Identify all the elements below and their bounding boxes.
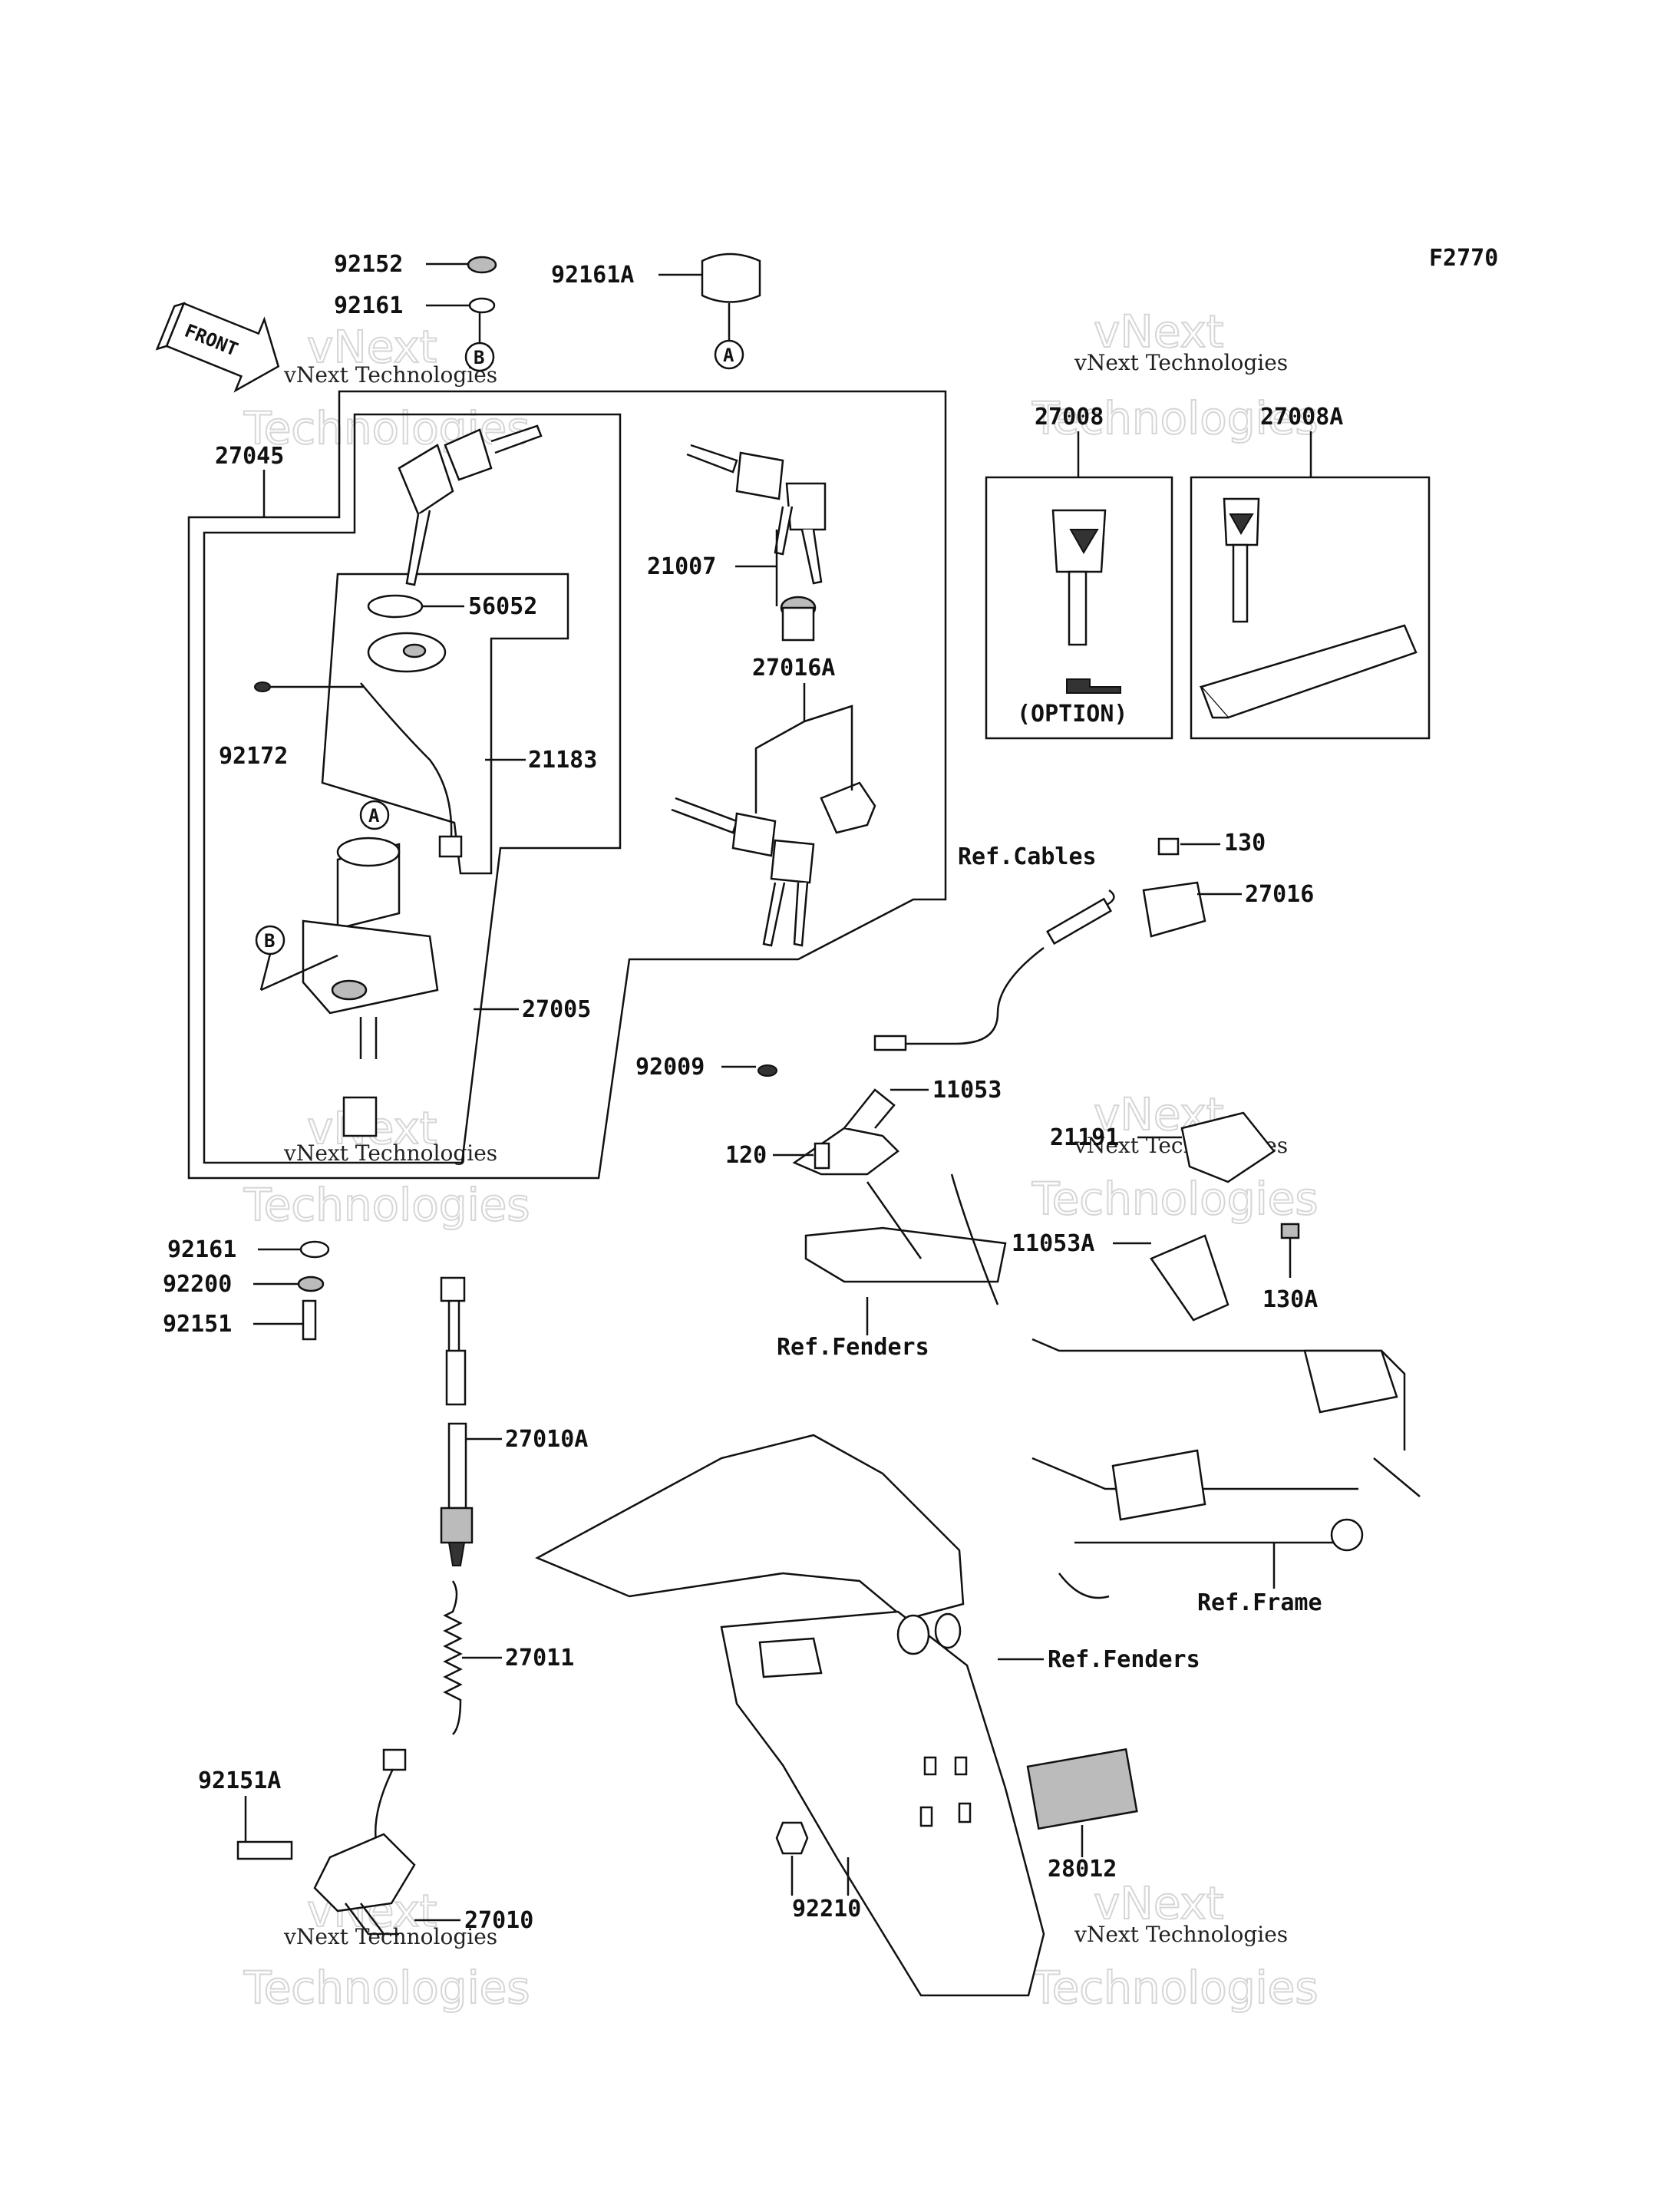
callout-a-label: A — [368, 805, 380, 827]
leader-line — [754, 683, 853, 814]
nut-92210-shape — [775, 1821, 809, 1855]
key-27008A-shape — [1199, 497, 1418, 719]
part-label-27010: 27010 — [464, 1907, 533, 1934]
watermark-bottom-right: vNext Technologies vNext Technologies — [1031, 1876, 1319, 2015]
ref-fenders-label: Ref.Fenders — [1048, 1646, 1200, 1673]
watermark-text-large: Technologies — [243, 1179, 530, 1231]
watermark-text-large: Technologies — [243, 1962, 530, 2014]
key-set-21007-shape — [686, 444, 827, 642]
part-label-130A: 130A — [1262, 1286, 1318, 1313]
cap-92152-shape — [467, 256, 497, 274]
part-label-27010A: 27010A — [505, 1426, 588, 1453]
frame-27005-inner — [203, 413, 622, 1164]
part-label-21183: 21183 — [528, 747, 597, 774]
frame-21183-box — [321, 573, 569, 875]
callout-b-label: B — [474, 347, 484, 368]
part-label-92009: 92009 — [635, 1054, 705, 1081]
watermark-text: vNext Technologies — [1074, 1922, 1288, 1947]
watermark-text-large: Technologies — [243, 402, 530, 454]
front-arrow-shape — [165, 302, 280, 393]
frame-section-shape — [1031, 1338, 1421, 1599]
part-label-92161: 92161 — [334, 292, 403, 319]
part-label-56052: 56052 — [468, 593, 537, 620]
reflector-28012-shape — [1026, 1748, 1138, 1830]
bolt-92151-shape — [302, 1299, 317, 1341]
boot-92161A-shape — [701, 252, 761, 303]
part-label-130: 130 — [1224, 830, 1266, 856]
spring-27011-shape — [443, 1580, 463, 1735]
watermark-text: vNext Technologies — [283, 362, 497, 388]
part-label-27008: 27008 — [1035, 404, 1104, 431]
washer-92161-shape — [468, 297, 496, 314]
part-label-92152: 92152 — [334, 251, 403, 278]
front-arrow: FRONT — [155, 302, 280, 393]
watermark-top-left: vNext Technologies vNext Technologies — [243, 320, 531, 455]
watermark-text-large: vNext — [1094, 305, 1223, 358]
part-label-27016: 27016 — [1245, 881, 1314, 908]
washer-92161-shape — [299, 1240, 330, 1259]
option-label: (OPTION) — [1017, 701, 1128, 728]
watermark-mid-left: vNext Technologies vNext Technologies — [243, 1101, 531, 1232]
watermark-top-right: vNext Technologies vNext Technologies — [1031, 305, 1319, 445]
watermark-mid-right: vNext Technologies vNext Technologies — [1031, 1087, 1319, 1226]
ref-fenders-label: Ref.Fenders — [777, 1334, 929, 1361]
key-27008-shape — [1051, 509, 1121, 694]
part-label-27008A: 27008A — [1260, 404, 1343, 431]
part-label-92161: 92161 — [167, 1236, 236, 1263]
watermark-text: vNext Technologies — [283, 1924, 497, 1949]
part-label-120: 120 — [725, 1142, 767, 1169]
watermark-text-large: vNext — [1094, 1877, 1223, 1929]
front-arrow-depth — [155, 302, 186, 351]
diagram-code: F2770 — [1429, 245, 1498, 272]
part-label-11053: 11053 — [932, 1077, 1002, 1104]
ignition-switch-27005-shape: A B — [255, 800, 439, 1137]
frame-27045-outer — [187, 390, 947, 1180]
part-label-27016A: 27016A — [752, 655, 835, 682]
part-label-21191: 21191 — [1050, 1124, 1119, 1151]
watermark-text-large: vNext — [307, 321, 437, 373]
part-label-27045: 27045 — [215, 443, 284, 470]
seal-56052-shape — [367, 594, 424, 619]
part-label-27011: 27011 — [505, 1645, 574, 1672]
part-label-27005: 27005 — [522, 996, 591, 1023]
part-label-92151A: 92151A — [198, 1767, 281, 1794]
bracket-11053A-shape — [1150, 1223, 1300, 1322]
immobilizer-21183-shape — [254, 632, 463, 858]
switch-27010A-shape — [440, 1276, 474, 1566]
watermark-text-large: Technologies — [1031, 1173, 1319, 1225]
callout-a-label: A — [723, 345, 734, 366]
part-label-92151: 92151 — [163, 1311, 232, 1338]
part-label-21007: 21007 — [647, 553, 716, 580]
cable-assembly-shape — [873, 837, 1206, 1051]
part-label-92200: 92200 — [163, 1271, 232, 1298]
watermark-text: vNext Technologies — [1074, 350, 1288, 375]
part-label-28012: 28012 — [1048, 1856, 1117, 1883]
part-label-11053A: 11053A — [1012, 1230, 1094, 1257]
key-set-left — [398, 424, 543, 586]
ref-cables-label: Ref.Cables — [958, 843, 1097, 870]
leader-line — [735, 530, 778, 606]
key-set-27016A-shape — [671, 781, 876, 947]
part-label-92161A: 92161A — [551, 262, 634, 289]
watermark-bottom-left: vNext Technologies vNext Technologies — [243, 1884, 531, 2015]
callout-b-label: B — [264, 930, 275, 952]
ref-frame-label: Ref.Frame — [1197, 1589, 1322, 1616]
part-label-92210: 92210 — [792, 1896, 861, 1922]
watermark-text-large: Technologies — [1031, 1962, 1319, 2014]
unit-21191-shape — [1180, 1111, 1276, 1183]
washer-92200-shape — [297, 1276, 325, 1292]
switch-27010-shape — [236, 1748, 416, 1936]
part-label-92172: 92172 — [219, 743, 288, 770]
rear-fender-shape — [535, 1434, 1045, 1997]
bracket-11053-shape — [757, 1064, 1007, 1305]
